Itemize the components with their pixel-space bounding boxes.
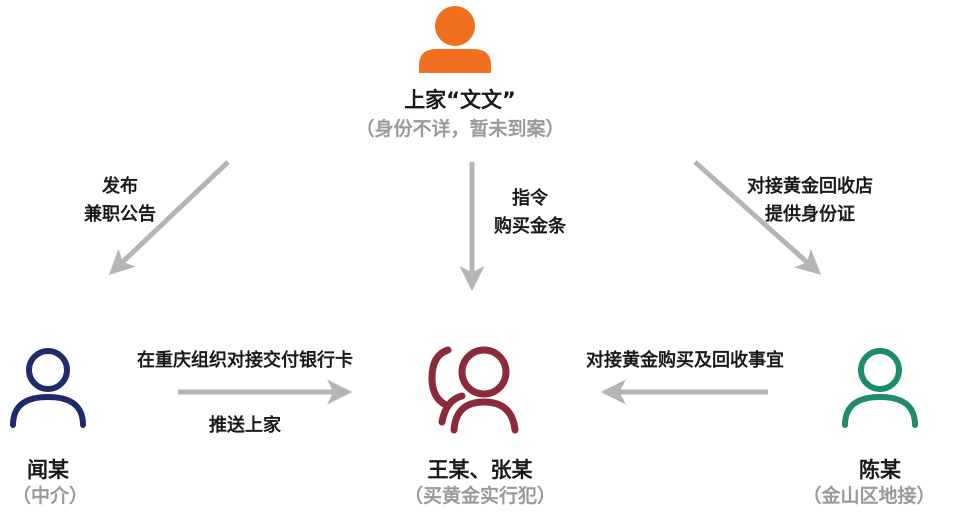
left-person-role: （中介）: [11, 485, 88, 507]
edge-label-left-center-below: 推送上家: [209, 415, 281, 436]
edge-label-top-right-2: 提供身份证: [765, 204, 855, 225]
person-icon-top: [419, 6, 491, 73]
edge-label-top-center-2: 购买金条: [494, 216, 566, 237]
edge-label-right-center-above: 对接黄金购买及回收事宜: [586, 350, 784, 371]
center-persons-name: 王某、张某: [427, 458, 533, 482]
person-icon-right: [842, 348, 918, 428]
right-person-role: （金山区地接）: [802, 485, 936, 507]
two-persons-icon-center: [428, 346, 519, 434]
arrow-top-to-left: [108, 160, 230, 275]
center-persons-role: （买黄金实行犯）: [403, 485, 556, 507]
edge-label-top-center-1: 指令: [512, 188, 548, 209]
edge-label-top-left-1: 发布: [102, 176, 138, 197]
left-person-name: 闻某: [27, 458, 69, 482]
edge-label-top-right-1: 对接黄金回收店: [747, 176, 873, 197]
right-person-name: 陈某: [859, 458, 901, 482]
top-person-role: （身份不详，暂未到案）: [355, 118, 565, 140]
edge-label-left-center-above: 在重庆组织对接交付银行卡: [137, 350, 353, 371]
arrow-top-to-right: [693, 160, 822, 275]
edge-label-top-left-2: 兼职公告: [84, 204, 156, 225]
person-icon-left: [10, 348, 86, 428]
top-person-name: 上家“文文”: [404, 88, 516, 112]
